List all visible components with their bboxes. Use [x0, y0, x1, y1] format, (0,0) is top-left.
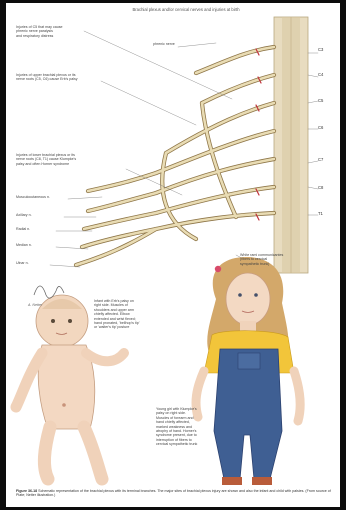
phrenic-nerve-label: phrenic nerve	[153, 42, 193, 46]
root-label-c4: C4	[318, 73, 323, 77]
root-label-c6: C6	[318, 126, 323, 130]
upper-plexus-note: Injuries of upper brachial plexus or its…	[16, 73, 128, 82]
girl-description: Young girl with Klumpke's palsy on right…	[156, 407, 232, 447]
lower-plexus-note: Injuries of lower brachial plexus or its…	[16, 153, 134, 166]
spinal-column	[274, 17, 308, 273]
root-label-c3: C3	[318, 48, 323, 52]
figure-page: Brachial plexus and/or cervical nerves a…	[6, 3, 340, 507]
musculocutaneous-label: Musculocutaneous n.	[16, 195, 76, 199]
axillary-label: Axillary n.	[16, 213, 66, 217]
c5-injury-note: Injuries of C5 that may cause phrenic ne…	[16, 25, 102, 38]
root-label-c5: C5	[318, 99, 323, 103]
white-rami-note: White rami communicantes (fibers to cerv…	[240, 253, 320, 266]
figure-caption: Figure 36-18 Schematic representation of…	[16, 489, 332, 498]
girl-illustration	[196, 257, 300, 485]
ulnar-label: Ulnar n.	[16, 261, 56, 265]
root-label-c7: C7	[318, 158, 323, 162]
figure-title: Brachial plexus and/or cervical nerves a…	[106, 8, 266, 12]
root-label-c8: C8	[318, 186, 323, 190]
median-label: Median n.	[16, 243, 56, 247]
figure-caption-text: Schematic representation of the brachial…	[16, 489, 331, 497]
infant-description: Infant with Erb's palsy on right side. M…	[94, 299, 166, 330]
artist-signature: A. Netter	[28, 303, 42, 307]
figure-caption-label: Figure 36-18	[16, 489, 37, 493]
radial-label: Radial n.	[16, 227, 56, 231]
root-label-t1: T1	[318, 212, 323, 216]
